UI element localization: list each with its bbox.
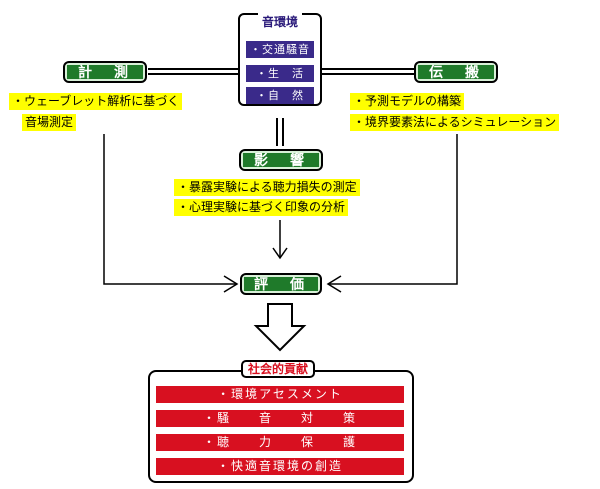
measure-note-sound-field: 音場測定 — [22, 114, 77, 131]
contribution-item-comfortable-sound: ・快適音環境の創造 — [156, 458, 404, 475]
measure-label: 計 測 — [67, 65, 143, 81]
propagation-node: 伝 搬 — [414, 61, 498, 83]
source-item-natural-sound: ・自 然 音 — [246, 87, 315, 119]
measure-node: 計 測 — [63, 61, 147, 83]
contribution-item-hearing-protection: ・聴 力 保 護 — [156, 434, 404, 451]
effect-node: 影 響 — [239, 149, 323, 171]
social-contribution-title: 社会的貢献 — [241, 360, 315, 378]
effect-label: 影 響 — [243, 153, 319, 169]
sound-environment-box: 音環境 ・交通騒音 ・生 活 音 ・自 然 音 — [238, 13, 322, 119]
social-contribution-box: 社会的貢献 ・環境アセスメント ・騒 音 対 策 ・聴 力 保 護 ・快適音環境… — [148, 360, 414, 483]
sound-environment-title: 音環境 — [258, 13, 302, 31]
source-item-living-sound: ・生 活 音 — [246, 65, 315, 97]
evaluation-node: 評 価 — [240, 273, 322, 295]
effect-note-hearing-loss: ・暴露実験による聴力損失の測定 — [174, 179, 360, 196]
measure-note-wavelet: ・ウェーブレット解析に基づく — [9, 93, 183, 110]
contribution-item-noise-control: ・騒 音 対 策 — [156, 410, 404, 427]
propagation-note-model: ・予測モデルの構築 — [350, 93, 465, 110]
source-item-traffic-noise: ・交通騒音 — [246, 41, 314, 58]
propagation-note-bem: ・境界要素法によるシミュレーション — [350, 114, 560, 131]
effect-note-impression: ・心理実験に基づく印象の分析 — [174, 199, 349, 216]
evaluation-label: 評 価 — [244, 277, 318, 293]
propagation-label: 伝 搬 — [418, 65, 494, 81]
contribution-item-assessment: ・環境アセスメント — [156, 386, 404, 403]
